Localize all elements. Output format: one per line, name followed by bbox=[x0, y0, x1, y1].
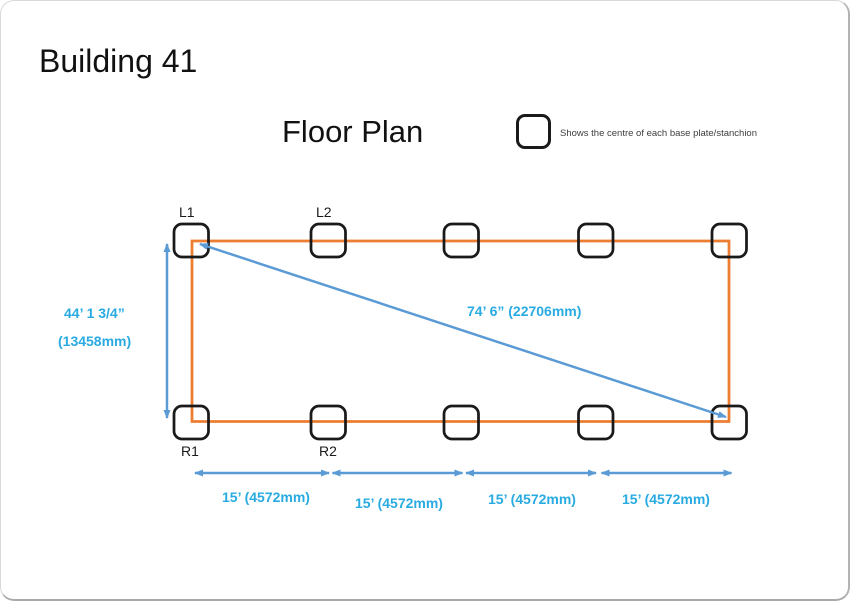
stanchion-boxes bbox=[172, 222, 748, 441]
stanchion-label-r2: R2 bbox=[319, 443, 337, 459]
building-outline bbox=[190, 239, 731, 423]
stanchion-label-r1: R1 bbox=[181, 443, 199, 459]
height-dimension-imperial: 44’ 1 3/4” bbox=[64, 305, 125, 321]
stanchion-box-top-5 bbox=[710, 222, 748, 259]
dimension-arrows bbox=[163, 242, 733, 477]
diagonal-dimension-arrow bbox=[199, 242, 727, 419]
page-title: Building 41 bbox=[39, 43, 198, 79]
stanchion-box-r1 bbox=[172, 404, 210, 441]
legend-label: Shows the centre of each base plate/stan… bbox=[560, 128, 757, 139]
bay4-dimension-label: 15’ (4572mm) bbox=[622, 491, 710, 507]
base-plate-legend-icon bbox=[516, 114, 551, 149]
height-dimension-metric: (13458mm) bbox=[58, 333, 132, 349]
plan-title: Floor Plan bbox=[282, 114, 424, 149]
bay1-dimension-label: 15’ (4572mm) bbox=[222, 489, 310, 505]
bay3-dimension-label: 15’ (4572mm) bbox=[488, 491, 576, 507]
stanchion-box-bottom-5 bbox=[710, 404, 748, 441]
bay2-dimension-label: 15’ (4572mm) bbox=[355, 495, 443, 511]
stanchion-box-l1 bbox=[172, 222, 210, 259]
stanchion-label-l1: L1 bbox=[179, 204, 195, 220]
diagonal-dimension-label: 74’ 6” (22706mm) bbox=[467, 303, 582, 319]
stanchion-label-l2: L2 bbox=[316, 204, 332, 220]
